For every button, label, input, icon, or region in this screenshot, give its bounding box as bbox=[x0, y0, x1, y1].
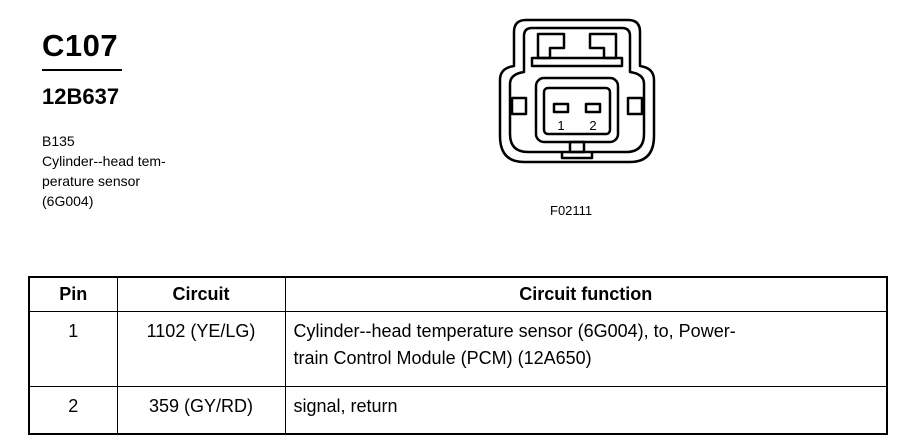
latch-tab-right bbox=[588, 32, 618, 60]
circuit-cell: 359 (GY/RD) bbox=[116, 386, 286, 435]
description-line: (6G004) bbox=[42, 193, 94, 209]
connector-face-diagram: 1 2 bbox=[498, 18, 656, 164]
latch-tab-left bbox=[536, 32, 566, 60]
pin-cavity-inner bbox=[542, 86, 612, 136]
column-header-circuit: Circuit bbox=[116, 276, 286, 312]
pin-cell: 2 bbox=[28, 386, 118, 435]
pin-cell: 1 bbox=[28, 311, 118, 387]
function-line: Cylinder--head temperature sensor (6G004… bbox=[293, 321, 736, 341]
figure-code: F02111 bbox=[550, 203, 593, 218]
bottom-notch bbox=[568, 140, 586, 154]
table-header-row: Pin Circuit Circuit function bbox=[28, 276, 888, 312]
description-line: perature sensor bbox=[42, 173, 141, 189]
column-header-pin: Pin bbox=[28, 276, 118, 312]
connector-code: C107 bbox=[42, 28, 119, 63]
bottom-key bbox=[560, 152, 594, 160]
side-key-left bbox=[510, 96, 528, 116]
title-underline bbox=[42, 69, 122, 71]
table-row: 2 359 (GY/RD) signal, return bbox=[28, 386, 888, 435]
function-line: signal, return bbox=[293, 396, 398, 416]
description-line: B135 bbox=[42, 133, 75, 149]
latch-bar bbox=[530, 56, 624, 68]
circuit-function-cell: Cylinder--head temperature sensor (6G004… bbox=[284, 311, 888, 387]
pin-label-1: 1 bbox=[557, 118, 564, 133]
pin-terminal-2 bbox=[584, 102, 602, 114]
circuit-cell: 1102 (YE/LG) bbox=[116, 311, 286, 387]
pin-terminal-1 bbox=[552, 102, 570, 114]
function-line: train Control Module (PCM) (12A650) bbox=[293, 348, 592, 368]
column-header-circuit-function: Circuit function bbox=[284, 276, 888, 312]
sensor-description: B135 Cylinder--head tem- perature sensor… bbox=[42, 131, 166, 211]
connector-inner-shell bbox=[508, 26, 646, 154]
pin-label-2: 2 bbox=[589, 118, 596, 133]
pin-table: Pin Circuit Circuit function 1 1102 (YE/… bbox=[28, 276, 888, 435]
table-row: 1 1102 (YE/LG) Cylinder--head temperatur… bbox=[28, 311, 888, 387]
part-number: 12B637 bbox=[42, 84, 120, 109]
description-line: Cylinder--head tem- bbox=[42, 153, 166, 169]
connector-outer-shell bbox=[498, 18, 656, 164]
circuit-function-cell: signal, return bbox=[284, 386, 888, 435]
side-key-right bbox=[626, 96, 644, 116]
